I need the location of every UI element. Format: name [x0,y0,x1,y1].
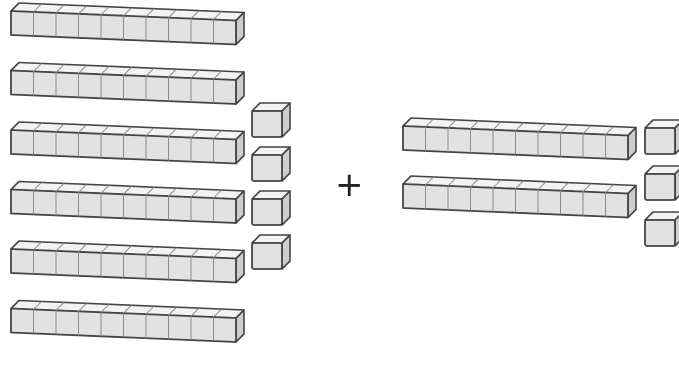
unit-cube [644,211,679,247]
ten-rod [402,175,637,219]
ten-rod [10,2,245,46]
left-addend-group [10,2,291,343]
ten-rod [10,121,245,165]
unit-cube [251,234,291,270]
ten-rod [402,117,637,161]
right-addend-group [402,117,679,247]
ten-rod [10,180,245,224]
left-unit-cubes [251,102,291,270]
right-unit-cubes [644,119,679,247]
unit-cube [251,146,291,182]
left-ten-rods [10,2,245,343]
right-ten-rods [402,117,637,219]
unit-cube [644,165,679,201]
unit-cube [644,119,679,155]
plus-sign: + [335,165,364,205]
ten-rod [10,61,245,105]
unit-cube [251,102,291,138]
unit-cube [251,190,291,226]
ten-rod [10,240,245,284]
ten-rod [10,299,245,343]
